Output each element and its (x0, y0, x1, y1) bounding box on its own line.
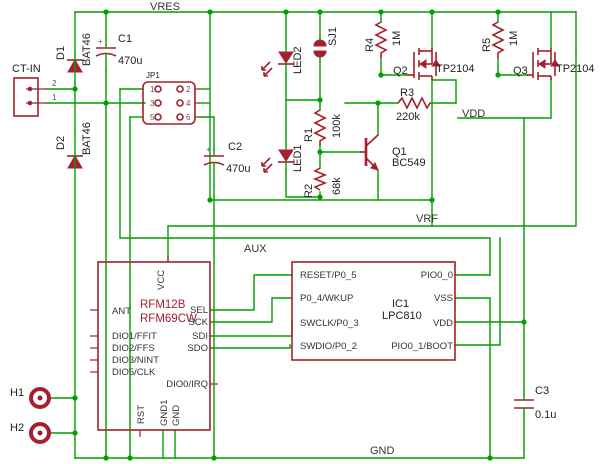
connector-pin-bottom: 1 (52, 93, 57, 102)
resistor-r1: R1 100k (303, 109, 343, 145)
resistor-r4: R4 1M (364, 21, 403, 58)
resistor-r5-value: 1M (508, 31, 520, 46)
resistor-r4-value: 1M (391, 31, 403, 46)
mcu-pin-swdio: SWDIO/P0_2 (300, 341, 357, 352)
mount-hole-h2: H2 (10, 422, 51, 444)
transistor-q3: Q3 TP2104 (513, 48, 595, 80)
net-label-gnd: GND (370, 445, 395, 457)
capacitor-c1-ref: C1 (118, 33, 132, 45)
resistor-r5-ref: R5 (481, 38, 493, 52)
mcu-value: LPC810 (382, 310, 422, 322)
led-led2: LED2 (261, 44, 304, 77)
mcu-pin-reset: RESET/P0_5 (300, 270, 357, 281)
mcu-pin-vdd: VDD (433, 318, 453, 329)
mcu-lpc810: RESET/P0_5 P0_4/WKUP SWCLK/P0_3 SWDIO/P0… (291, 261, 456, 361)
connector-ref: CT-IN (12, 63, 41, 75)
jumper-jp1-ref: JP1 (146, 71, 160, 80)
net-label-vres: VRES (150, 1, 180, 13)
transistor-q1-value: BC549 (392, 157, 426, 169)
rfm-pin-rst: RST (136, 405, 147, 424)
mcu-pin-vss: VSS (434, 293, 453, 304)
capacitor-c1: + C1 470u (95, 33, 142, 71)
net-label-vrf: VRF (416, 213, 438, 225)
capacitor-c2: + C2 470u (203, 141, 250, 186)
mount-hole-h2-ref: H2 (10, 422, 24, 434)
rfm-pin-sel: SEL (190, 305, 208, 316)
resistor-r2-value: 68k (331, 177, 343, 195)
net-label-vdd: VDD (462, 108, 485, 120)
svg-text:4: 4 (186, 99, 191, 108)
rfm-name-1: RFM12B (140, 299, 186, 311)
capacitor-c2-value: 470u (226, 163, 250, 175)
wires (46, 11, 577, 459)
diode-d1: D1 BAT46 (55, 33, 93, 86)
rfm-pin-dio3: DIO3/NINT (112, 355, 159, 366)
led-led1-ref: LED1 (292, 144, 304, 172)
rfm-pin-sdo: SDO (187, 343, 208, 354)
transistor-q3-value: TP2104 (556, 63, 595, 75)
rfm-module: VCC RFM12B RFM69CW ANT DIO1/FFIT DIO2/FF… (90, 256, 218, 437)
rfm-pin-dio1: DIO1/FFIT (112, 331, 157, 342)
diode-d1-value: BAT46 (81, 33, 93, 66)
diode-d2-value: BAT46 (81, 122, 93, 155)
mcu-pin-pio00: PIO0_0 (421, 270, 453, 281)
svg-text:2: 2 (186, 85, 191, 94)
rfm-pin-sdi: SDI (192, 331, 208, 342)
resistor-r3: R3 220k (396, 87, 431, 123)
capacitor-c2-ref: C2 (228, 141, 242, 153)
diode-d1-ref: D1 (55, 46, 67, 60)
rfm-name-2: RFM69CW (140, 313, 197, 325)
junctions (72, 9, 527, 461)
rfm-pin-gnd: GND (171, 405, 182, 426)
svg-text:+: + (98, 37, 103, 46)
transistor-q1-ref: Q1 (392, 146, 407, 158)
rfm-pin-vcc: VCC (156, 270, 167, 290)
net-label-aux: AUX (244, 243, 267, 255)
solder-jumper-sj1-ref: SJ1 (327, 27, 339, 46)
mount-hole-h1-ref: H1 (10, 387, 24, 399)
capacitor-c3-value: 0.1u (535, 409, 556, 421)
svg-text:+: + (206, 145, 211, 154)
jumper-jp1: JP1 1 2 3 4 5 6 (142, 71, 200, 125)
capacitor-c1-value: 470u (118, 55, 142, 67)
transistor-q2-ref: Q2 (393, 65, 408, 77)
capacitor-c3-ref: C3 (535, 385, 549, 397)
mcu-pin-swclk: SWCLK/P0_3 (300, 318, 359, 329)
resistor-r3-value: 220k (396, 111, 420, 123)
diode-d2-ref: D2 (55, 136, 67, 150)
led-led1: LED1 (261, 129, 304, 173)
resistor-r1-ref: R1 (303, 128, 315, 142)
rfm-pin-gnd1: GND1 (159, 400, 170, 426)
transistor-q2-value: TP2104 (436, 63, 475, 75)
transistor-q1: Q1 BC549 (360, 134, 426, 171)
connector-ct-in: CT-IN 2 1 (12, 63, 57, 117)
led-led2-ref: LED2 (292, 46, 304, 74)
mount-hole-h1: H1 (10, 387, 51, 409)
mcu-pin-pio01: PIO0_1/BOOT (391, 341, 453, 352)
resistor-r4-ref: R4 (364, 38, 376, 52)
mcu-pin-p04: P0_4/WKUP (300, 293, 353, 304)
rfm-pin-ant: ANT (112, 306, 131, 317)
svg-text:3: 3 (150, 99, 155, 108)
transistor-q2: Q2 TP2104 (393, 48, 475, 80)
rfm-pin-sck: SCK (188, 317, 208, 328)
resistor-r1-value: 100k (331, 114, 343, 138)
mcu-ref: IC1 (392, 298, 409, 310)
resistor-r3-ref: R3 (400, 87, 414, 99)
solder-jumper-sj1: SJ1 (313, 27, 339, 63)
resistor-r5: R5 1M (481, 21, 520, 58)
rfm-pin-dio2: DIO2/FFS (112, 343, 155, 354)
rfm-pin-dio5: DIO5/CLK (112, 367, 156, 378)
resistor-r2-ref: R2 (303, 184, 315, 198)
svg-text:6: 6 (186, 113, 191, 122)
transistor-q3-ref: Q3 (513, 65, 528, 77)
svg-text:5: 5 (150, 113, 155, 122)
rfm-pin-dio0: DIO0/IRQ (166, 379, 208, 390)
resistor-r2: R2 68k (303, 167, 343, 198)
svg-text:1: 1 (150, 85, 155, 94)
diode-d2: D2 BAT46 (55, 122, 93, 169)
capacitor-c3: C3 0.1u (514, 385, 556, 421)
connector-pin-top: 2 (52, 79, 57, 88)
